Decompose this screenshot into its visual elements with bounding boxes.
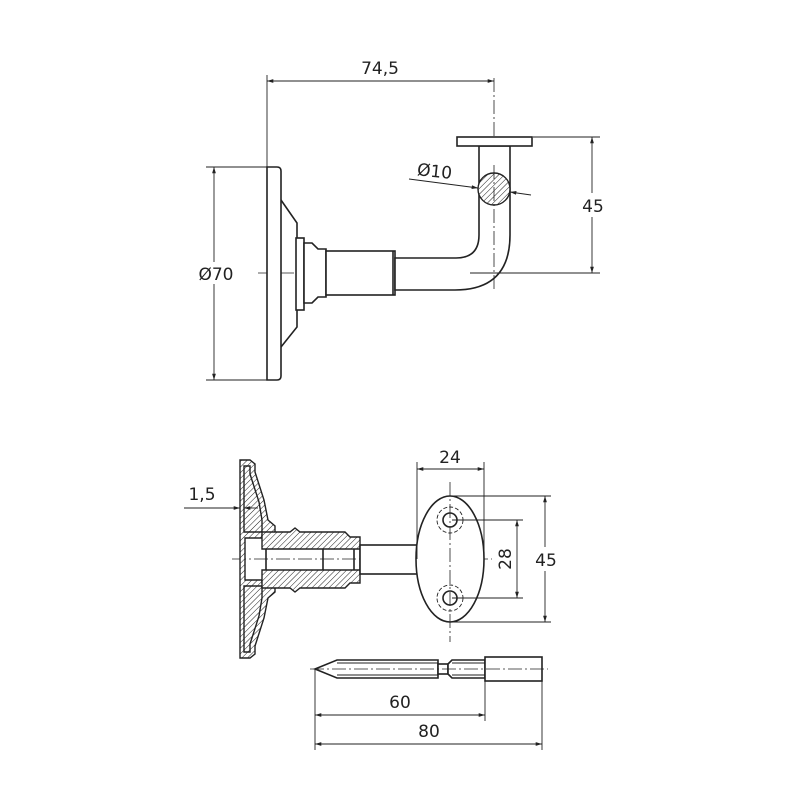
dim-leader-rod-diameter (408, 178, 479, 190)
dim-height-label: 45 (582, 197, 604, 217)
top-saddle-plate (456, 136, 533, 147)
wall-plate (266, 166, 282, 381)
dim-reach-label: 74,5 (361, 59, 399, 79)
dim-leader-rod-diameter (509, 191, 532, 196)
dim-saddle-length-label: 45 (535, 551, 557, 571)
dim-rod-diameter-label: Ø10 (416, 160, 453, 184)
dim-saddle-width-label: 24 (439, 448, 461, 468)
hub-section (261, 527, 361, 593)
screw-view: 60 80 (310, 656, 548, 750)
dim-wall-thickness-label: 1,5 (188, 485, 215, 505)
section-view: 1,5 24 28 45 (184, 448, 561, 659)
dim-thread-length-label: 60 (389, 693, 411, 713)
plate-cone (280, 199, 298, 348)
neck (303, 242, 327, 304)
shaft (325, 250, 396, 296)
dim-hole-spacing-label: 28 (496, 548, 516, 570)
side-view: 74,5 Ø70 Ø10 45 (196, 59, 608, 381)
flange (295, 237, 305, 311)
dim-plate-diameter-label: Ø70 (198, 265, 233, 285)
dim-total-length-label: 80 (418, 722, 440, 742)
rod (359, 544, 420, 575)
